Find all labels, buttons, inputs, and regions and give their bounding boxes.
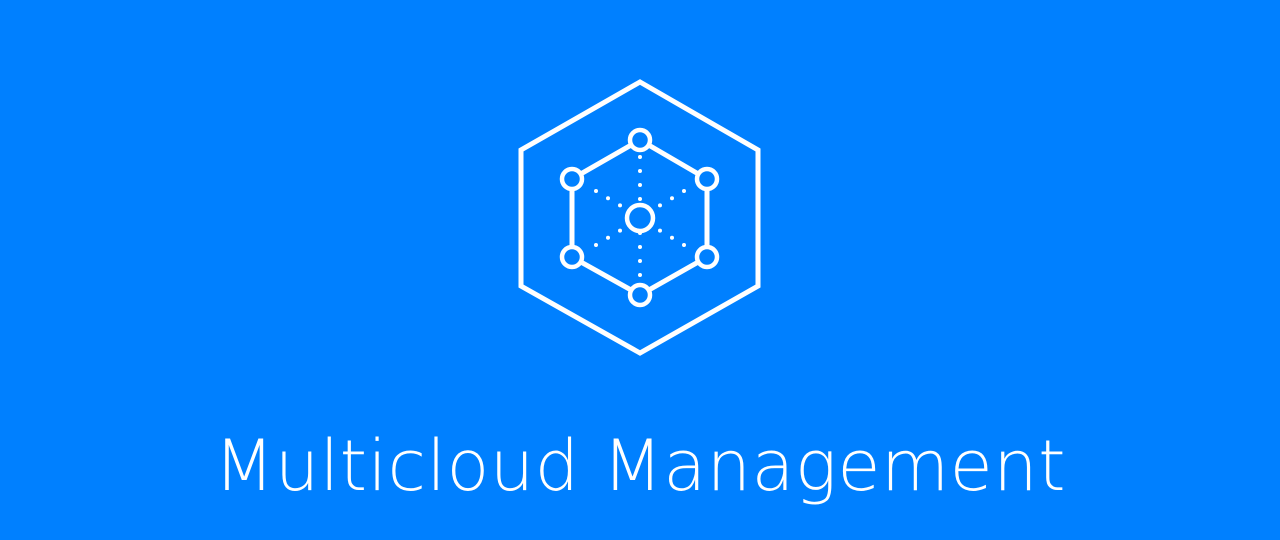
node-center	[624, 202, 656, 234]
node-top-right	[694, 166, 720, 192]
node-bottom	[627, 282, 653, 308]
dotted-spokes	[594, 155, 686, 281]
node-top	[627, 127, 653, 153]
node-bottom-right	[694, 244, 720, 270]
page-title: Multicloud Management	[213, 425, 1067, 507]
multicloud-hexagon-network-icon	[500, 60, 780, 380]
outer-hexagon	[518, 79, 761, 356]
node-top-left	[559, 166, 585, 192]
node-bottom-left	[559, 244, 585, 270]
